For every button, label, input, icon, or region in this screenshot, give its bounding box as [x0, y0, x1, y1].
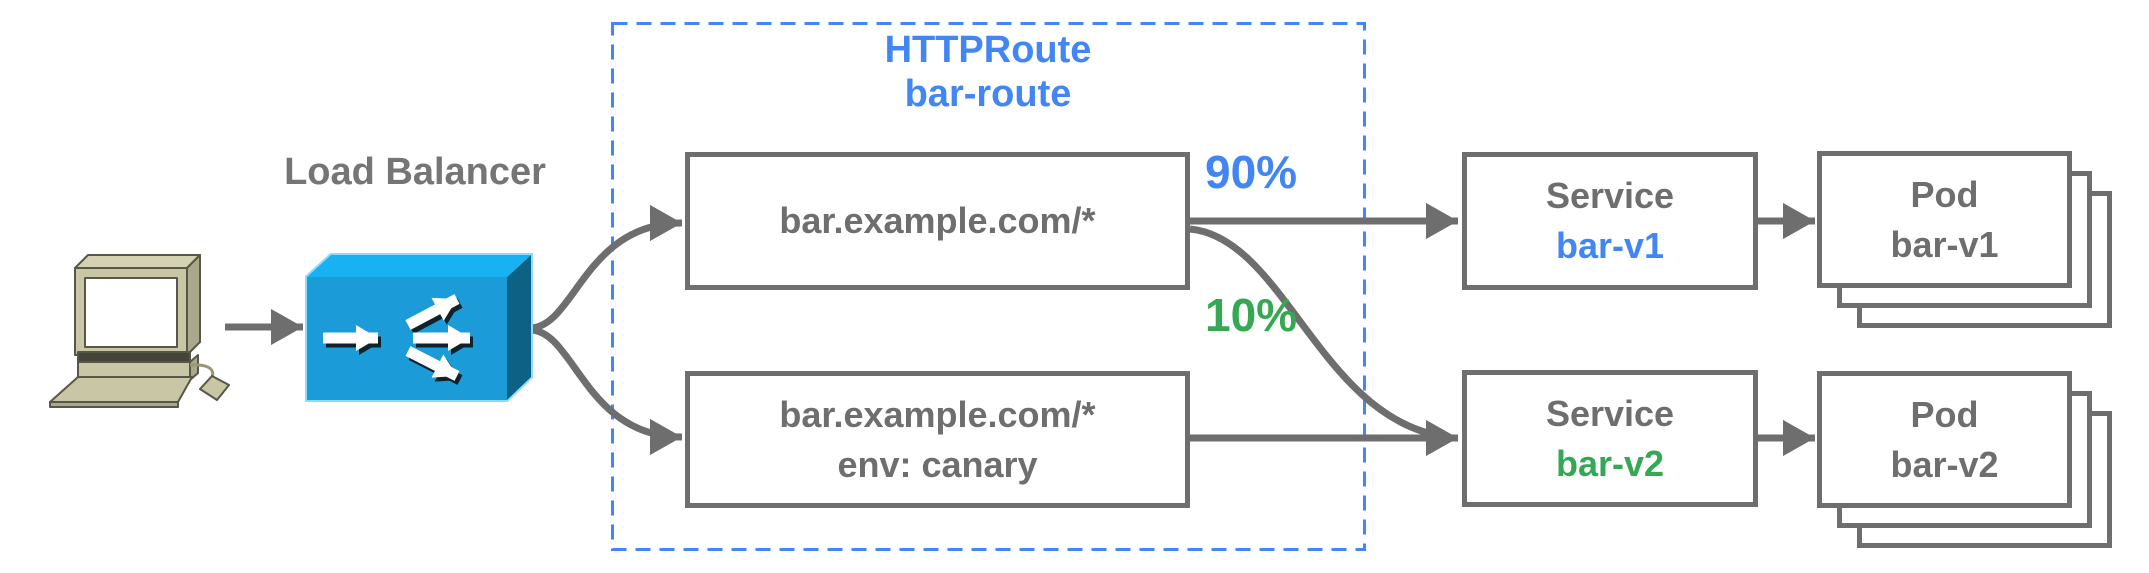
pod-name-label: bar-v1: [1890, 223, 1999, 265]
httproute-kind-label: HTTPRoute: [884, 29, 1092, 71]
service-kind-label: Service: [1545, 392, 1675, 434]
route-rule-1-match: bar.example.com/*: [779, 200, 1096, 241]
service-name-label: bar-v1: [1555, 225, 1665, 266]
load-balancer-label: Load Balancer: [284, 151, 546, 193]
pod-box-bar-v1: Pod bar-v1: [1817, 151, 2072, 288]
pod-name-label: bar-v2: [1890, 443, 1999, 485]
computer-icon: [49, 254, 230, 408]
lb-to-rule1-arrow: [530, 204, 683, 332]
route-rule-box-2: bar.example.com/* env: canary: [685, 371, 1190, 508]
weight-label-90: 90%: [1205, 146, 1298, 198]
service-name-label: bar-v2: [1555, 442, 1665, 484]
lb-to-rule2-arrow: [530, 326, 683, 456]
httproute-title: HTTPRoute bar-route: [612, 28, 1364, 116]
service-kind-label: Service: [1545, 175, 1675, 216]
pod-kind-label: Pod: [1910, 393, 1979, 435]
pod-stack-bar-v2: Pod bar-v2: [1817, 371, 2112, 548]
pod-stack-bar-v1: Pod bar-v1: [1817, 151, 2112, 328]
httproute-group-box: [611, 22, 1366, 551]
service-box-bar-v1: Service bar-v1: [1462, 152, 1758, 290]
route-rule-box-1: bar.example.com/*: [685, 152, 1190, 290]
route-rule-2-header-match: env: canary: [837, 443, 1038, 485]
rule1-to-service2-curve: [1189, 225, 1448, 441]
pod-box-bar-v2: Pod bar-v2: [1817, 371, 2072, 508]
route-rule-2-match: bar.example.com/*: [779, 393, 1096, 435]
service-box-bar-v2: Service bar-v2: [1462, 370, 1758, 507]
httproute-name-label: bar-route: [904, 73, 1072, 115]
weight-label-10: 10%: [1205, 289, 1298, 341]
load-balancer-icon: [305, 253, 533, 402]
pod-kind-label: Pod: [1910, 173, 1979, 215]
